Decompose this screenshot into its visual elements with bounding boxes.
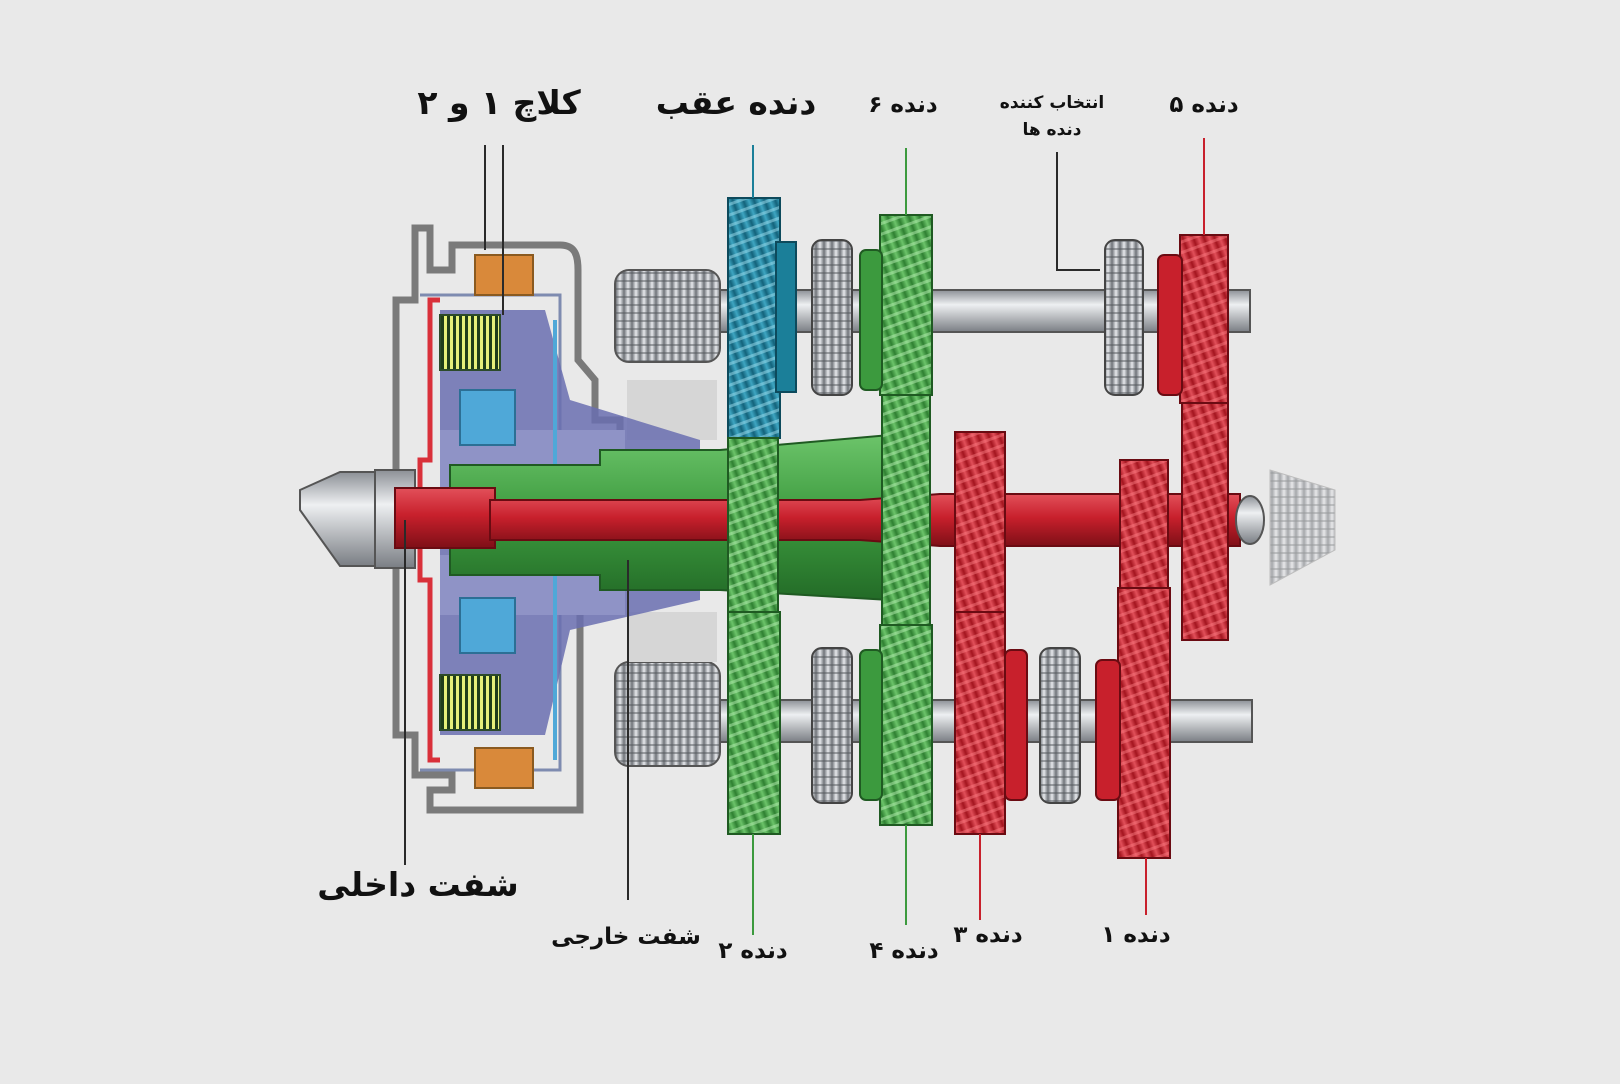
leader-lines xyxy=(404,138,1205,935)
gear-1-drive xyxy=(1119,459,1169,591)
upper-countershaft xyxy=(614,269,1251,363)
gear-5-driven xyxy=(1179,234,1229,404)
gear-3-hub xyxy=(1004,649,1028,801)
label-gear-3: دنده ۳ xyxy=(953,922,1023,948)
label-gear-selector: انتخاب کننده دنده ها xyxy=(1000,90,1104,144)
clutch-pack-bottom xyxy=(439,674,501,731)
inner-shaft xyxy=(299,469,1265,569)
label-gear-5: دنده ۵ xyxy=(1169,92,1239,118)
clutch-piston-bottom xyxy=(474,747,534,789)
label-gear-4: دنده ۴ xyxy=(869,938,939,964)
gear-4-hub xyxy=(859,649,883,801)
reverse-idler xyxy=(775,241,797,393)
label-gear-selector-line2: دنده ها xyxy=(1022,120,1082,140)
synchronizer-lower-left xyxy=(811,647,853,804)
gear-selector-sleeve xyxy=(1104,239,1144,396)
gear-3-drive xyxy=(954,431,1006,618)
gear-5-drive xyxy=(1181,402,1229,641)
label-reverse-gear: دنده عقب xyxy=(655,83,817,122)
gear-5-hub xyxy=(1157,254,1183,396)
clutch-spring-bottom xyxy=(459,597,516,654)
gear-1-hub xyxy=(1095,659,1121,801)
gear-4-6-drive xyxy=(881,394,931,626)
gear-6-driven xyxy=(879,214,933,396)
synchronizer-upper-left xyxy=(811,239,853,396)
output-bevel-gear xyxy=(1269,469,1336,586)
gear-2-driven xyxy=(727,611,781,835)
clutch-spring-top xyxy=(459,389,516,446)
gear-4-driven xyxy=(879,624,933,826)
label-gear-2: دنده ۲ xyxy=(718,938,788,964)
label-clutch-1-2: کلاچ ۱ و ۲ xyxy=(417,83,581,122)
label-inner-shaft: شفت داخلی xyxy=(317,865,519,904)
label-outer-shaft: شفت خارجی xyxy=(551,924,701,950)
label-gear-selector-line1: انتخاب کننده xyxy=(999,93,1105,113)
label-gear-6: دنده ۶ xyxy=(868,92,938,118)
gear-1-driven xyxy=(1117,587,1171,859)
synchronizer-lower-right xyxy=(1039,647,1081,804)
gear-3-driven xyxy=(954,611,1006,835)
reverse-gear xyxy=(727,197,781,439)
label-gear-1: دنده ۱ xyxy=(1101,922,1171,948)
clutch-pack-top xyxy=(439,314,501,371)
gear-2-drive xyxy=(727,437,779,619)
gear-6-hub xyxy=(859,249,883,391)
